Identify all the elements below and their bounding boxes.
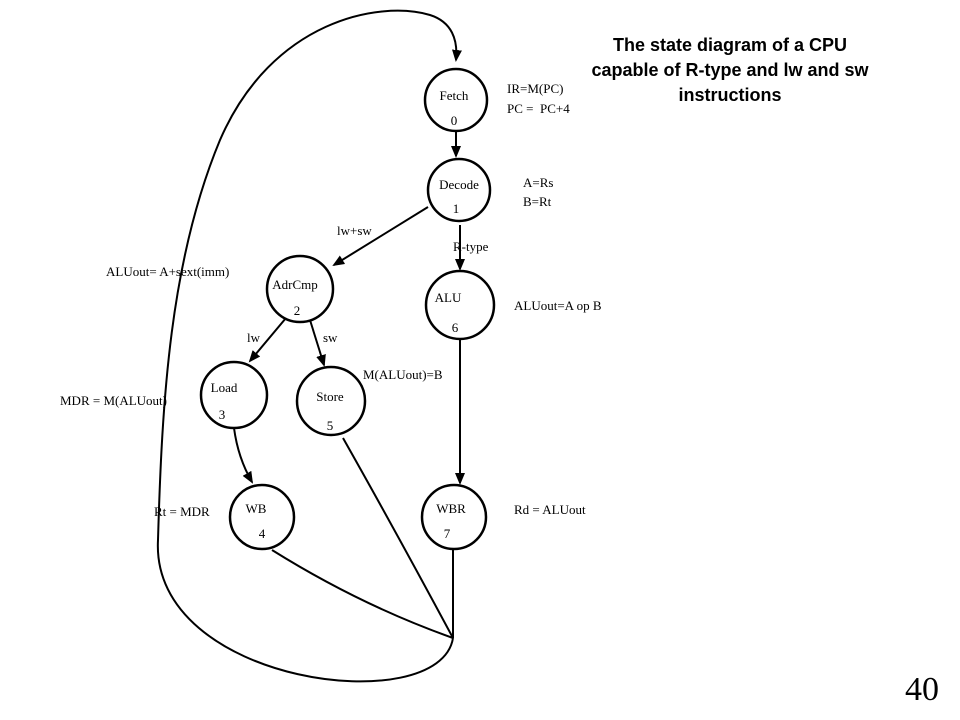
state-wbr-circle: [420, 483, 488, 551]
state-alu-number: 6: [452, 320, 459, 335]
action-fetch-ir: IR=M(PC): [507, 81, 563, 96]
state-adrcmp-name: AdrCmp: [272, 277, 318, 292]
action-decode-a: A=Rs: [523, 175, 553, 190]
edge-store-join: [342, 437, 454, 639]
action-store: M(ALUout)=B: [363, 367, 443, 382]
state-wb-number: 4: [259, 526, 266, 541]
state-decode-number: 1: [453, 201, 460, 216]
state-store-circle: [295, 365, 367, 437]
edge-return-to-fetch: [156, 9, 462, 683]
state-wbr: WBR 7: [420, 483, 488, 551]
edge-adrcmp-load: [248, 317, 287, 363]
edge-label-lw-sw: lw+sw: [337, 223, 372, 238]
state-load-circle: [199, 360, 269, 430]
state-adrcmp: AdrCmp 2: [265, 254, 335, 324]
edge-load-wb: [233, 427, 254, 484]
state-wb-name: WB: [246, 501, 267, 516]
diagram-title-line-3: instructions: [678, 85, 781, 105]
state-decode: Decode 1: [426, 157, 492, 223]
state-load-name: Load: [211, 380, 238, 395]
state-decode-circle: [426, 157, 492, 223]
state-fetch: Fetch 0: [423, 67, 489, 133]
state-alu: ALU 6: [424, 269, 496, 341]
edge-label-sw: sw: [323, 330, 338, 345]
action-wb: Rt = MDR: [154, 504, 210, 519]
action-load: MDR = M(ALUout): [60, 393, 167, 408]
state-wbr-number: 7: [444, 526, 451, 541]
state-fetch-name: Fetch: [440, 88, 469, 103]
edge-adrcmp-store: [309, 319, 326, 367]
state-wbr-name: WBR: [436, 501, 466, 516]
state-store-number: 5: [327, 418, 334, 433]
edge-wb-join: [271, 549, 454, 639]
action-fetch-pc: PC = PC+4: [507, 101, 570, 116]
state-adrcmp-number: 2: [294, 303, 301, 318]
state-alu-circle: [424, 269, 496, 341]
state-adrcmp-circle: [265, 254, 335, 324]
state-wb: WB 4: [228, 483, 296, 551]
diagram-title-line-2: capable of R-type and lw and sw: [591, 60, 869, 80]
action-decode-b: B=Rt: [523, 194, 552, 209]
state-store: Store 5: [295, 365, 367, 437]
edge-label-rtype: R-type: [453, 239, 489, 254]
state-fetch-number: 0: [451, 113, 458, 128]
state-decode-name: Decode: [439, 177, 479, 192]
state-alu-name: ALU: [435, 290, 462, 305]
diagram-title-line-1: The state diagram of a CPU: [613, 35, 847, 55]
page-number: 40: [905, 671, 939, 708]
state-wb-circle: [228, 483, 296, 551]
state-store-name: Store: [316, 389, 344, 404]
action-alu: ALUout=A op B: [514, 298, 602, 313]
action-adrcmp: ALUout= A+sext(imm): [106, 264, 229, 279]
action-wbr: Rd = ALUout: [514, 502, 586, 517]
edge-decode-adrcmp: [332, 206, 429, 267]
state-load-number: 3: [219, 407, 226, 422]
edge-label-lw: lw: [247, 330, 261, 345]
state-fetch-circle: [423, 67, 489, 133]
state-load: Load 3: [199, 360, 269, 430]
